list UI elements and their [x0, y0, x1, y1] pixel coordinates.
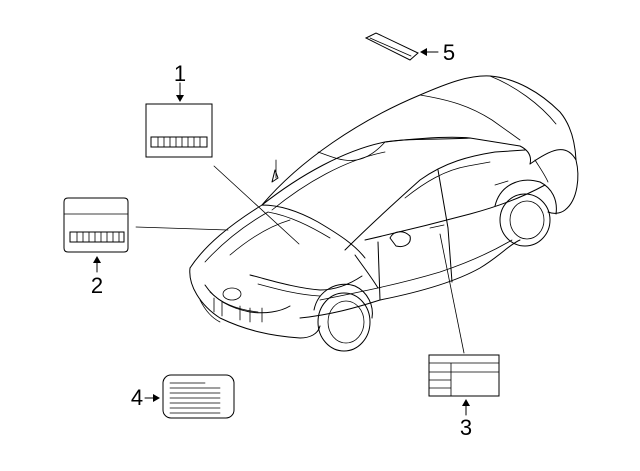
- label-5-tag: [364, 32, 419, 61]
- callout-4-number: 4: [131, 385, 143, 410]
- car-illustration: [189, 75, 579, 352]
- callout-1-number: 1: [174, 61, 186, 86]
- arrow-left-icon: [420, 48, 427, 56]
- callout-5: 5: [420, 40, 455, 65]
- arrow-right-icon: [153, 394, 160, 402]
- callout-5-number: 5: [443, 40, 455, 65]
- callout-2: 2: [91, 256, 103, 298]
- label-1-hood-label: [145, 103, 300, 245]
- callout-3: 3: [460, 399, 472, 440]
- callout-3-number: 3: [460, 415, 472, 440]
- arrow-up-icon: [93, 256, 101, 263]
- callout-4: 4: [131, 385, 160, 410]
- callout-1: 1: [174, 61, 186, 102]
- arrow-down-icon: [176, 95, 184, 102]
- label-2-radiator-label: [63, 197, 229, 253]
- label-4-info-card: [162, 374, 235, 419]
- label-3-door-label: [428, 233, 500, 397]
- arrow-up-icon: [462, 399, 470, 406]
- callout-2-number: 2: [91, 273, 103, 298]
